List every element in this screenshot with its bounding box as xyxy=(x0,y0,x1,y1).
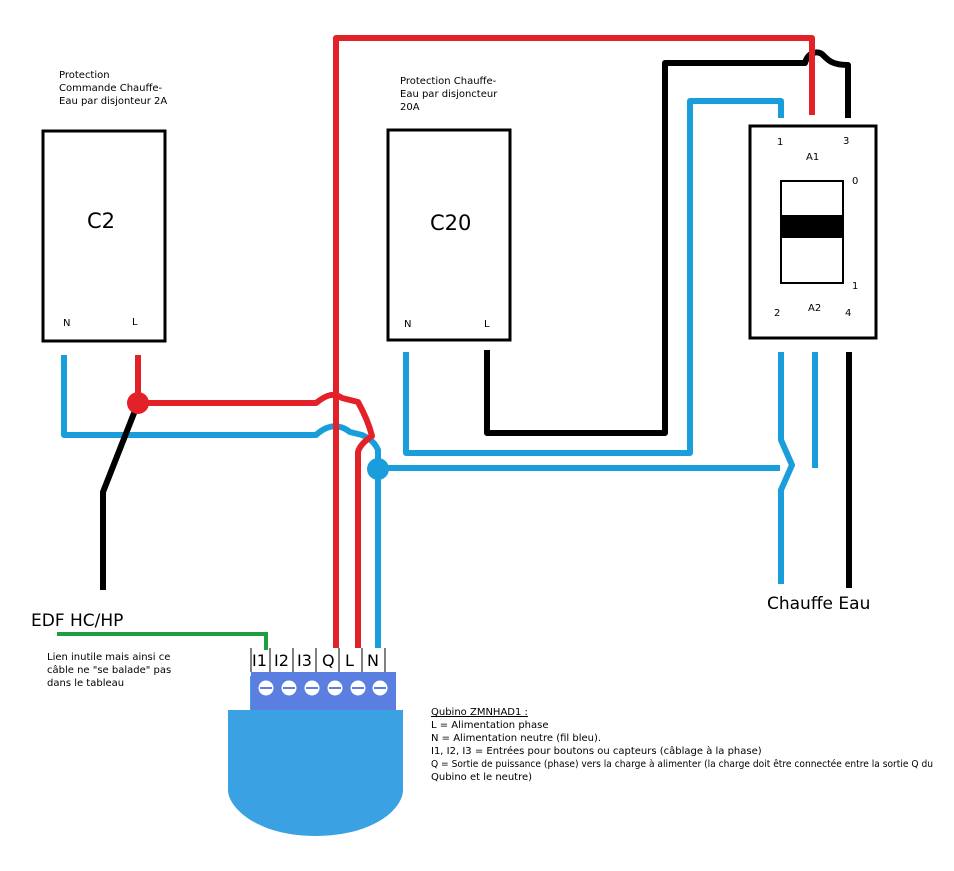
c20-title: C20 xyxy=(430,211,471,235)
contactor-a1: A1 xyxy=(806,152,819,163)
c2-terminal-n: N xyxy=(63,318,70,329)
q-output-wire xyxy=(333,35,815,648)
c2-caption-line-3: Eau par disjonteur 2A xyxy=(59,96,167,107)
module-body xyxy=(228,676,403,836)
c20-l-to-contactor-wire xyxy=(484,49,851,436)
terminal-label-q: Q xyxy=(322,651,335,670)
c2-terminal-l: L xyxy=(132,317,138,328)
heater-label: Chauffe Eau xyxy=(767,594,870,614)
breaker-c20-box xyxy=(386,128,512,342)
note-line-2: câble ne "se balade" pas xyxy=(47,664,171,676)
terminal-label-l: L xyxy=(345,651,354,670)
contactor-slider xyxy=(781,215,843,238)
phase-junction xyxy=(127,392,149,414)
edf-label: EDF HC/HP xyxy=(31,611,123,631)
terminal-block xyxy=(251,672,396,710)
terminal-dividers xyxy=(250,648,386,672)
terminal-label-i2: I2 xyxy=(274,651,289,670)
contactor-pin-4: 4 xyxy=(845,308,851,319)
neutral-wire-c20 xyxy=(403,98,784,456)
c20-caption-line-3: 20A xyxy=(400,102,420,113)
c2-caption-line-2: Commande Chauffe- xyxy=(59,83,163,94)
c2-caption-line-1: Protection xyxy=(59,70,110,81)
legend-line-4: Q = Sortie de puissance (phase) vers la … xyxy=(431,758,933,770)
legend-title: Qubino ZMNHAD1 : xyxy=(431,707,528,718)
contactor-pos-0: 0 xyxy=(852,176,858,187)
legend-line-3: I1, I2, I3 = Entrées pour boutons ou cap… xyxy=(431,745,762,757)
note-line-1: Lien inutile mais ainsi ce xyxy=(47,652,170,663)
c2-phase-wire xyxy=(135,355,375,648)
terminal-label-n: N xyxy=(367,651,379,670)
contactor xyxy=(748,124,878,340)
c20-caption-line-2: Eau par disjoncteur xyxy=(400,89,498,100)
terminal-label-i1: I1 xyxy=(252,651,267,670)
contactor-a2: A2 xyxy=(808,303,821,314)
c20-terminal-l: L xyxy=(484,319,490,330)
contactor-pos-1: 1 xyxy=(852,281,858,292)
edf-hchp-wire xyxy=(100,401,141,590)
c20-caption-line-1: Protection Chauffe- xyxy=(400,76,497,87)
contactor-out2-wire xyxy=(778,352,795,584)
contactor-pin-3: 3 xyxy=(843,136,849,147)
neutral-junction xyxy=(367,458,389,480)
c2-title: C2 xyxy=(87,209,115,233)
contactor-pin-1: 1 xyxy=(777,137,783,148)
neutral-wire-c2 xyxy=(61,355,381,648)
c20-terminal-n: N xyxy=(404,319,411,330)
note-line-3: dans le tableau xyxy=(47,678,124,689)
legend-line-5: Qubino et le neutre) xyxy=(431,772,532,783)
qubino-module xyxy=(228,648,403,836)
contactor-pin-2: 2 xyxy=(774,308,780,319)
terminal-screws xyxy=(257,679,389,697)
legend-line-2: N = Alimentation neutre (fil bleu). xyxy=(431,733,601,744)
breaker-c2-box xyxy=(41,129,167,343)
edf-link-wire xyxy=(57,632,268,650)
terminal-label-i3: I3 xyxy=(297,651,312,670)
legend-line-1: L = Alimentation phase xyxy=(431,720,549,731)
